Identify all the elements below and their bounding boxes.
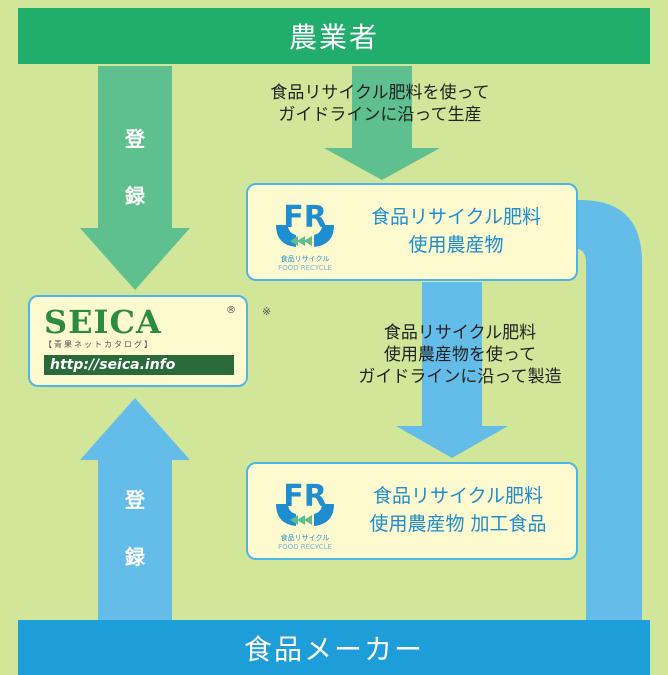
product-line: 使用農産物 加工食品	[369, 513, 547, 535]
product-line: 食品リサイクル肥料	[372, 485, 544, 507]
seica-subtitle: 【青果ネットカタログ】	[44, 340, 154, 349]
product-box-agri: FR 食品リサイクル FOOD RECYCLE 食品リサイクル肥料 使用農産物	[246, 183, 578, 281]
manufacture-caption-line: 使用農産物を使って	[383, 345, 537, 365]
register-char: 録	[125, 545, 145, 569]
manufacture-caption-line: ガイドラインに沿って製造	[358, 367, 562, 387]
fr-logo-icon: FR	[276, 479, 334, 526]
food-maker-bar: 食品メーカー	[18, 620, 650, 675]
register-arrow-up	[80, 398, 190, 620]
fr-logo-icon: FR	[276, 200, 334, 247]
food-maker-label: 食品メーカー	[243, 632, 424, 666]
register-arrow-down	[80, 66, 190, 290]
seica-url[interactable]: http://seica.info	[44, 355, 234, 375]
note-mark: ※	[262, 305, 272, 318]
product-line: 食品リサイクル肥料	[370, 206, 542, 228]
produce-caption: 食品リサイクル肥料を使って ガイドラインに沿って生産	[230, 82, 530, 126]
farmer-label: 農業者	[288, 21, 379, 54]
fr-letters: FR	[283, 479, 327, 514]
fr-caption-en: FOOD RECYCLE	[278, 264, 332, 272]
product-title-processed: 食品リサイクル肥料 使用農産物 加工食品	[348, 482, 568, 538]
manufacture-caption: 食品リサイクル肥料 使用農産物を使って ガイドラインに沿って製造	[310, 322, 610, 388]
produce-caption-line: 食品リサイクル肥料を使って	[270, 83, 490, 103]
seica-logo-box[interactable]: SEICA ® ※ 【青果ネットカタログ】 http://seica.info	[28, 295, 271, 387]
register-char: 登	[125, 488, 145, 512]
product-box-processed: FR 食品リサイクル FOOD RECYCLE 食品リサイクル肥料 使用農産物 …	[246, 462, 578, 560]
produce-arrow	[324, 66, 440, 180]
manufacture-caption-line: 食品リサイクル肥料	[383, 323, 537, 343]
fr-mark: FR 食品リサイクル FOOD RECYCLE	[270, 195, 340, 272]
product-title-agri: 食品リサイクル肥料 使用農産物	[356, 203, 556, 259]
fr-letters: FR	[283, 200, 327, 235]
seica-logo: SEICA	[44, 305, 162, 339]
manufacture-arrow	[396, 282, 508, 458]
fr-caption-jp: 食品リサイクル	[280, 255, 330, 263]
register-label-bottom: 登 録	[105, 484, 165, 570]
farmer-bar: 農業者	[18, 8, 650, 64]
register-label-top: 登 録	[105, 123, 165, 209]
register-char: 登	[125, 127, 145, 151]
fr-caption-en: FOOD RECYCLE	[278, 543, 332, 551]
fr-mark: FR 食品リサイクル FOOD RECYCLE	[270, 474, 340, 551]
produce-caption-line: ガイドラインに沿って生産	[278, 105, 482, 125]
register-char: 録	[125, 184, 145, 208]
product-line: 使用農産物	[408, 234, 504, 256]
fr-caption-jp: 食品リサイクル	[280, 534, 330, 542]
supply-band	[560, 200, 642, 620]
seica-wordmark: SEICA	[44, 303, 162, 341]
registered-mark: ®	[226, 305, 236, 316]
